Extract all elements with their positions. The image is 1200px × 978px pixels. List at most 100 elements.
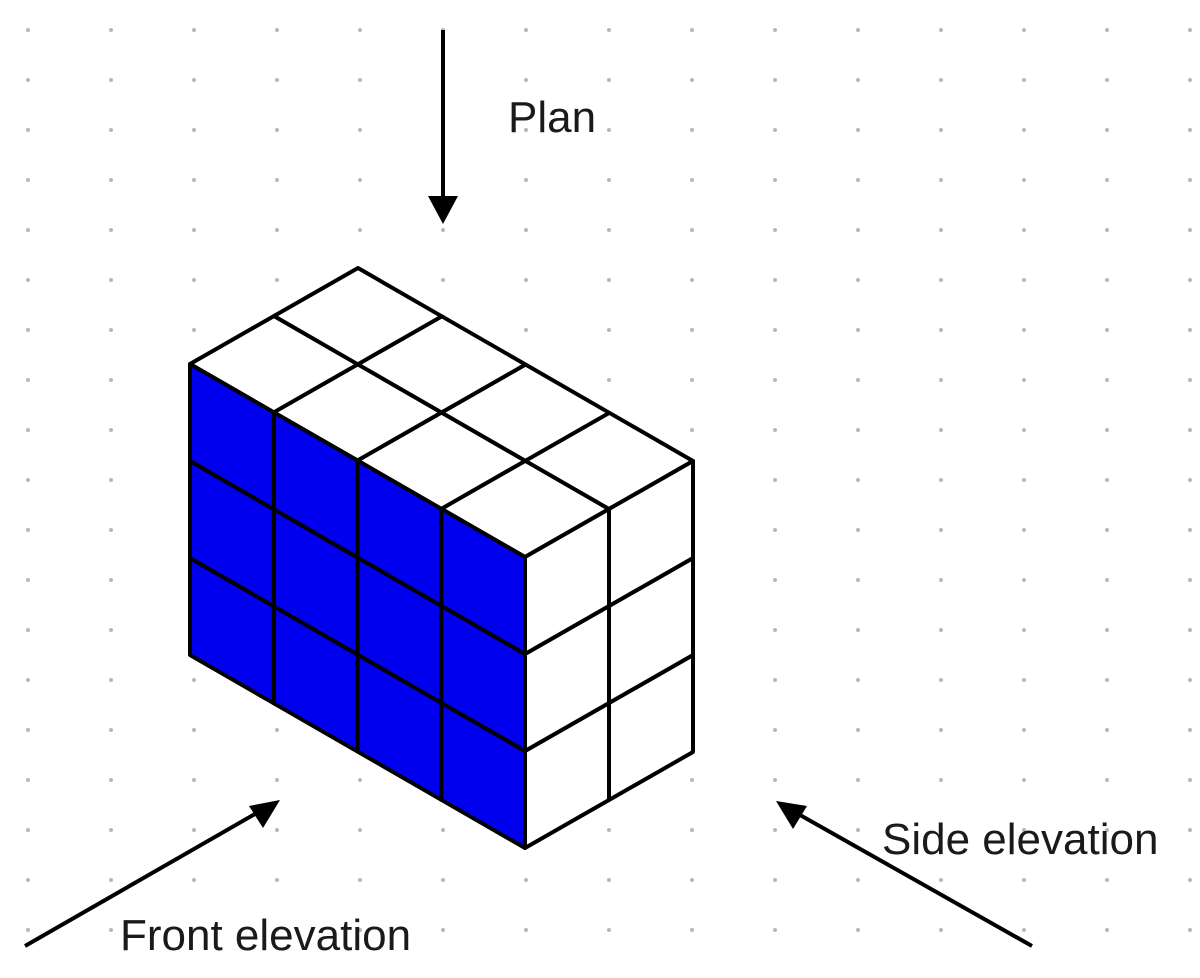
grid-dot <box>109 778 113 782</box>
plan-arrow <box>428 30 458 224</box>
grid-dot <box>26 178 30 182</box>
grid-dot <box>358 128 362 132</box>
grid-dot <box>773 128 777 132</box>
grid-dot <box>109 378 113 382</box>
grid-dot <box>441 278 445 282</box>
grid-dot <box>1022 878 1026 882</box>
grid-dot <box>1022 378 1026 382</box>
grid-dot <box>109 328 113 332</box>
grid-dot <box>1188 928 1192 932</box>
grid-dot <box>773 378 777 382</box>
grid-dot <box>856 678 860 682</box>
grid-dot <box>607 128 611 132</box>
grid-dot <box>1022 778 1026 782</box>
grid-dot <box>26 828 30 832</box>
grid-dot <box>773 178 777 182</box>
grid-dot <box>1105 678 1109 682</box>
grid-dot <box>524 78 528 82</box>
grid-dot <box>441 228 445 232</box>
grid-dot <box>1022 428 1026 432</box>
grid-dot <box>939 378 943 382</box>
grid-dot <box>607 928 611 932</box>
grid-dot <box>1188 428 1192 432</box>
grid-dot <box>856 328 860 332</box>
grid-dot <box>1105 78 1109 82</box>
grid-dot <box>26 328 30 332</box>
grid-dot <box>773 828 777 832</box>
grid-dot <box>939 778 943 782</box>
grid-dot <box>1022 678 1026 682</box>
grid-dot <box>1188 28 1192 32</box>
grid-dot <box>1105 228 1109 232</box>
grid-dot <box>109 528 113 532</box>
grid-dot <box>109 928 113 932</box>
grid-dot <box>856 28 860 32</box>
grid-dot <box>1188 278 1192 282</box>
plan-arrow-head <box>428 196 458 224</box>
grid-dot <box>1022 578 1026 582</box>
grid-dot <box>1188 628 1192 632</box>
grid-dot <box>856 578 860 582</box>
grid-dot <box>26 78 30 82</box>
grid-dot <box>607 78 611 82</box>
grid-dot <box>1188 678 1192 682</box>
grid-dot <box>441 828 445 832</box>
grid-dot <box>939 878 943 882</box>
grid-dot <box>1105 128 1109 132</box>
grid-dot <box>690 878 694 882</box>
grid-dot <box>524 278 528 282</box>
top-face-cell <box>272 266 444 367</box>
grid-dot <box>690 428 694 432</box>
grid-dot <box>1105 928 1109 932</box>
grid-dot <box>524 928 528 932</box>
grid-dot <box>1022 528 1026 532</box>
grid-dot <box>690 128 694 132</box>
grid-dot <box>856 378 860 382</box>
front-face-cell <box>188 362 276 512</box>
grid-dot <box>607 328 611 332</box>
grid-dot <box>358 228 362 232</box>
grid-dot <box>26 28 30 32</box>
grid-dot <box>1188 728 1192 732</box>
grid-dot <box>109 578 113 582</box>
grid-dot <box>773 628 777 632</box>
grid-dot <box>358 28 362 32</box>
grid-dot <box>1105 828 1109 832</box>
grid-dot <box>192 928 196 932</box>
grid-dot <box>1188 228 1192 232</box>
grid-dot <box>1105 778 1109 782</box>
grid-dot <box>192 128 196 132</box>
grid-dot <box>524 328 528 332</box>
grid-dot <box>1022 728 1026 732</box>
grid-dot <box>275 778 279 782</box>
grid-dot <box>1188 578 1192 582</box>
grid-dot <box>939 278 943 282</box>
grid-dot <box>856 278 860 282</box>
grid-dot <box>939 178 943 182</box>
grid-dot <box>275 228 279 232</box>
side-elevation-arrow-head <box>776 801 807 829</box>
grid-dot <box>690 328 694 332</box>
grid-dot <box>939 28 943 32</box>
grid-dot <box>358 78 362 82</box>
grid-dot <box>856 528 860 532</box>
grid-dot <box>1022 928 1026 932</box>
grid-dot <box>1022 328 1026 332</box>
grid-dot <box>109 228 113 232</box>
grid-dot <box>1022 28 1026 32</box>
grid-dot <box>856 428 860 432</box>
grid-dot <box>192 328 196 332</box>
grid-dot <box>939 728 943 732</box>
front-elevation-arrow-head <box>249 800 280 828</box>
grid-dot <box>109 178 113 182</box>
grid-dot <box>109 28 113 32</box>
grid-dot <box>773 778 777 782</box>
grid-dot <box>939 528 943 532</box>
grid-dot <box>26 928 30 932</box>
grid-dot <box>690 278 694 282</box>
grid-dot <box>773 328 777 332</box>
grid-dot <box>690 828 694 832</box>
grid-dot <box>275 128 279 132</box>
grid-dot <box>773 28 777 32</box>
grid-dot <box>607 228 611 232</box>
